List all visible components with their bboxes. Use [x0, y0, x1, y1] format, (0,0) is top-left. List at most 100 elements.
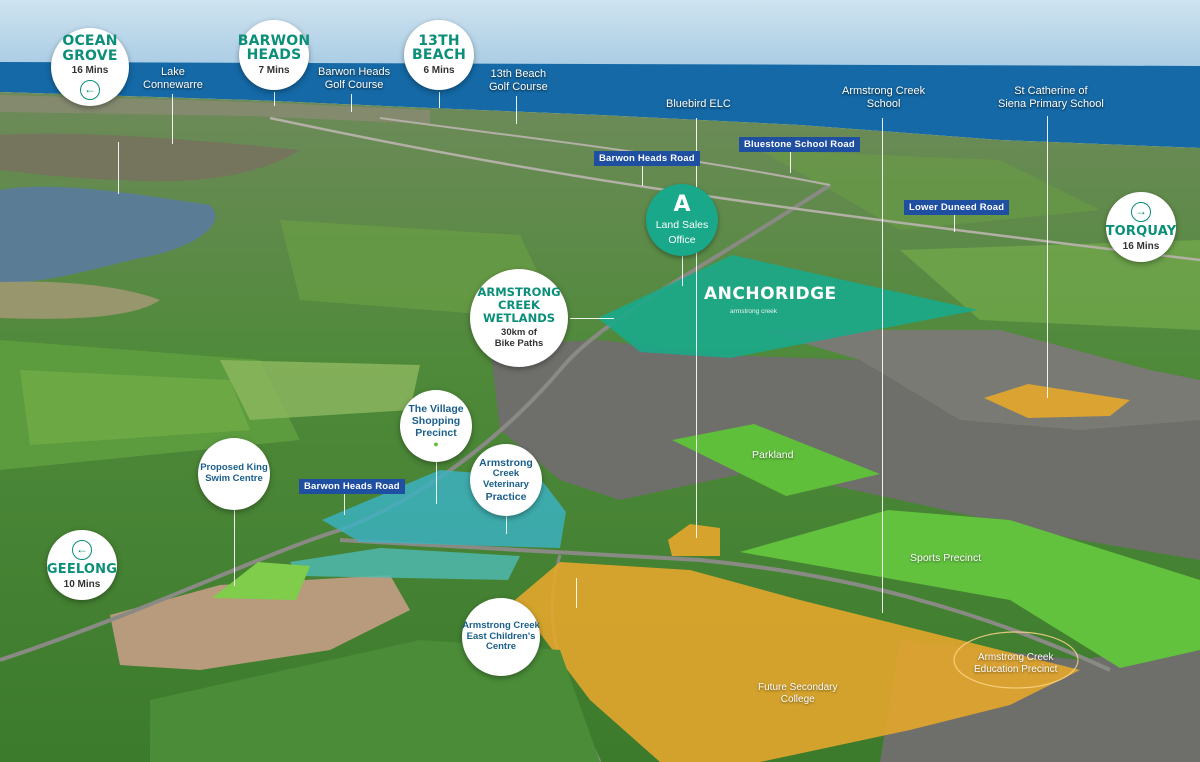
anchoridge-zone [598, 255, 978, 358]
swim-badge: Proposed King Swim Centre [198, 438, 270, 510]
wetlands-badge: ARMSTRONG CREEK WETLANDS 30km of Bike Pa… [470, 269, 568, 367]
childrens-badge: Armstrong Creek East Children's Centre [462, 598, 540, 676]
barwon-heads-name-2: HEADS [246, 47, 302, 64]
label-line: St Catherine of [1014, 85, 1088, 97]
label-line: Barwon Heads [318, 66, 391, 78]
pin-village [436, 460, 437, 504]
education-zone [668, 524, 720, 556]
wetlands-line-3: WETLANDS [482, 311, 556, 326]
wetlands-line-2: CREEK [498, 297, 540, 312]
pin-st-catherine [1047, 116, 1048, 398]
label-lake-connewarre: Lake Connewarre [143, 66, 203, 91]
pin-road-top [642, 166, 643, 186]
pin-barwon-golf [351, 94, 352, 112]
label-armstrong-school: Armstrong Creek School [842, 85, 925, 110]
field [760, 150, 1100, 230]
road-label-barwon-heads-bottom: Barwon Heads Road [299, 479, 405, 494]
suburb [490, 340, 1200, 560]
label-line: Future Secondary [758, 682, 838, 693]
parkland-label: Parkland [752, 449, 794, 461]
anchoridge-sub: armstrong creek [730, 308, 777, 315]
left-arrow-icon: ← [72, 539, 92, 560]
land-sales-office-marker[interactable]: A Land Sales Office [646, 184, 718, 256]
road-label-bluestone: Bluestone School Road [739, 137, 860, 152]
torquay-time: 16 Mins [1122, 240, 1160, 252]
lake-connewarre [0, 186, 216, 283]
13th-beach-name-1: 13TH [418, 32, 460, 49]
label-line: Education Precinct [974, 663, 1058, 675]
barwon-heads-time: 7 Mins [258, 64, 290, 76]
sports-label: Sports Precinct [910, 552, 982, 564]
pin-13th-beach [439, 92, 440, 108]
label-bluebird: Bluebird ELC [666, 98, 731, 111]
vet-badge: Armstrong Creek Veterinary Practice [470, 444, 542, 516]
sandbank [0, 281, 160, 319]
pin-13th-golf [516, 96, 517, 124]
road-label-lower-duneed: Lower Duneed Road [904, 200, 1010, 215]
pin-childrens [576, 578, 577, 608]
label-line: Connewarre [143, 78, 203, 91]
wetlands-line-5: Bike Paths [494, 338, 544, 350]
pin-armstrong-school [882, 118, 883, 613]
education-precinct-ring [953, 631, 1079, 689]
vet-line-1: Armstrong [479, 457, 533, 470]
label-line: Armstrong Creek [842, 85, 926, 97]
pin-barwon-heads [274, 92, 275, 106]
childrens-line-1: Armstrong Creek [462, 619, 540, 631]
retail-strip [290, 548, 520, 580]
pin-wetlands [570, 318, 614, 319]
swim-zone [212, 562, 310, 600]
label-13th-golf: 13th Beach Golf Course [489, 68, 548, 93]
village-badge: The Village Shopping Precinct ● [400, 390, 472, 462]
sales-line-1: Land Sales [655, 218, 709, 231]
geelong-name: GEELONG [46, 561, 118, 577]
shop-icon: ● [433, 438, 439, 449]
pin-duneed [954, 214, 955, 232]
pin-bluestone [790, 151, 791, 173]
field [20, 370, 250, 445]
label-line: College [780, 693, 815, 705]
torquay-badge: → TORQUAY 16 Mins [1106, 192, 1176, 262]
13th-beach-name-2: BEACH [411, 47, 467, 64]
torquay-name: TORQUAY [1105, 223, 1177, 239]
road [379, 117, 831, 186]
left-arrow-icon: ← [80, 79, 100, 100]
village-line-1: The Village [408, 402, 464, 415]
ocean-grove-badge: OCEAN GROVE 16 Mins ← [51, 28, 129, 106]
anchoridge-name: ANCHORIDGE [704, 284, 837, 304]
ocean-grove-name-1: OCEAN [62, 33, 118, 50]
13th-beach-time: 6 Mins [423, 64, 455, 76]
childrens-line-2: East Children's [466, 630, 536, 642]
sales-letter: A [673, 191, 691, 217]
label-line: Armstrong Creek [977, 652, 1054, 663]
label-line: Golf Course [489, 80, 548, 93]
wetlands-line-4: 30km of [501, 327, 537, 339]
coastal-town [0, 95, 430, 124]
sports-zone [740, 510, 1200, 668]
road-label-barwon-heads-top: Barwon Heads Road [594, 151, 700, 166]
construction-site [110, 575, 410, 670]
label-line: 13th Beach [490, 68, 547, 80]
pin-road-bottom [344, 493, 345, 515]
village-line-2: Shopping [411, 414, 461, 427]
marsh [0, 133, 300, 182]
secondary-label: Future Secondary College [758, 682, 838, 705]
education-label: Armstrong Creek Education Precinct [974, 652, 1057, 675]
label-line: Golf Course [324, 78, 384, 91]
sales-line-2: Office [668, 234, 696, 246]
road [339, 538, 1111, 672]
education-zone [515, 562, 1080, 762]
label-barwon-golf: Barwon Heads Golf Course [318, 66, 390, 91]
wetlands-line-1: ARMSTRONG [477, 284, 561, 299]
pin-swim [234, 510, 235, 586]
field [220, 360, 420, 420]
pin-lake-low [118, 142, 119, 194]
anchoridge-logo: ANCHORIDGE armstrong creek [704, 284, 837, 315]
label-line: Siena Primary School [998, 97, 1104, 110]
right-arrow-icon: → [1131, 201, 1151, 222]
barwon-heads-name-1: BARWON [237, 32, 311, 49]
pin-bluebird [696, 118, 697, 538]
geelong-time: 10 Mins [63, 578, 101, 590]
